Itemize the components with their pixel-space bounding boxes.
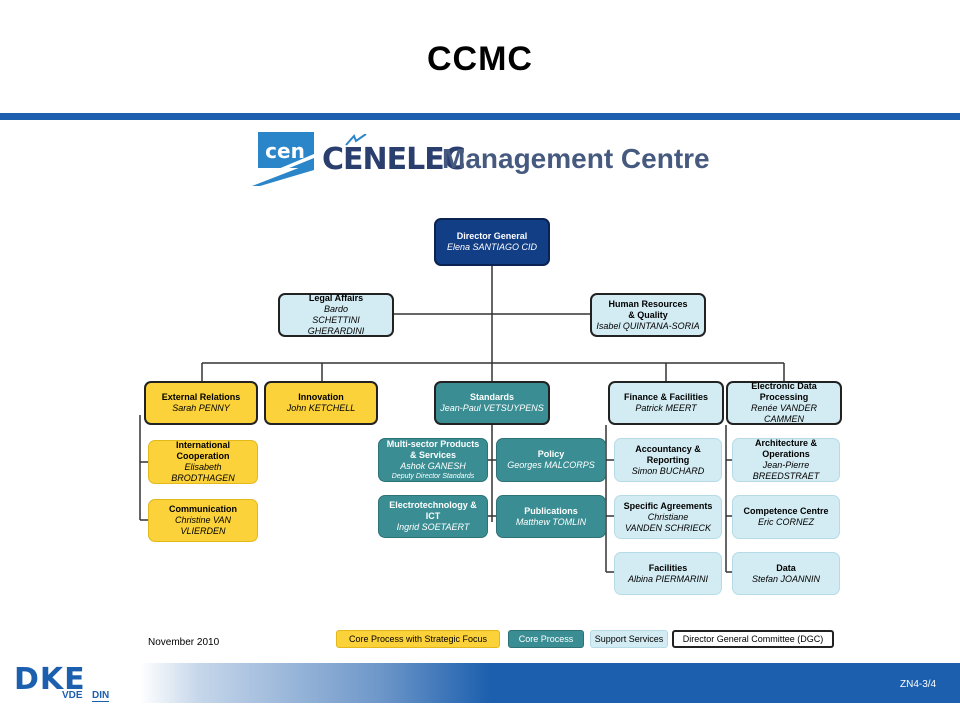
legend-support: Support Services bbox=[590, 630, 668, 648]
data-box: Data Stefan JOANNIN bbox=[732, 552, 840, 595]
electrotechnology-box: Electrotechnology & ICT Ingrid SOETAERT bbox=[378, 495, 488, 538]
accountancy-title-1: Accountancy & bbox=[635, 443, 701, 454]
accountancy-title-2: Reporting bbox=[646, 454, 690, 465]
slide-title: CCMC bbox=[427, 40, 533, 78]
facilities-title: Facilities bbox=[648, 562, 688, 573]
footer-band bbox=[0, 663, 960, 703]
external-relations-name: Sarah PENNY bbox=[172, 403, 230, 413]
cen-cenelec-banner: cen CENELEC Management Centre bbox=[252, 132, 732, 188]
standards-title: Standards bbox=[469, 392, 514, 402]
edp-name: Renée VANDER CAMMEN bbox=[750, 403, 818, 424]
multisector-title-1: Multi-sector Products bbox=[386, 439, 480, 449]
publications-title: Publications bbox=[524, 505, 578, 516]
innovation-name: John KETCHELL bbox=[286, 403, 356, 413]
din-logo-text: DIN bbox=[92, 690, 110, 702]
innovation-title: Innovation bbox=[298, 392, 344, 402]
chart-date: November 2010 bbox=[148, 637, 220, 648]
vde-logo-text: VDE bbox=[62, 690, 83, 701]
architecture-title-1: Architecture & bbox=[754, 438, 817, 448]
director-general-title: Director General bbox=[456, 231, 528, 241]
competence-centre-name: Eric CORNEZ bbox=[758, 517, 814, 527]
human-resources-name: Isabel QUINTANA-SORIA bbox=[596, 320, 700, 331]
innovation-box: Innovation John KETCHELL bbox=[264, 381, 378, 425]
data-name: Stefan JOANNIN bbox=[751, 573, 821, 584]
policy-box: Policy Georges MALCORPS bbox=[496, 438, 606, 482]
edp-box: Electronic Data Processing Renée VANDER … bbox=[726, 381, 842, 425]
accountancy-box: Accountancy & Reporting Simon BUCHARD bbox=[614, 438, 722, 482]
publications-name: Matthew TOMLIN bbox=[515, 516, 587, 527]
specific-agreements-box: Specific Agreements Christiane VANDEN SC… bbox=[614, 495, 722, 539]
policy-name: Georges MALCORPS bbox=[507, 460, 595, 470]
page-number: ZN4-3/4 bbox=[900, 679, 937, 690]
edp-title-1: Electronic Data bbox=[751, 381, 817, 391]
facilities-box: Facilities Albina PIERMARINI bbox=[614, 552, 722, 595]
director-general-name: Elena SANTIAGO CID bbox=[446, 242, 538, 252]
legend-core: Core Process bbox=[508, 630, 584, 648]
specific-agreements-title: Specific Agreements bbox=[623, 500, 713, 511]
architecture-box: Architecture & Operations Jean-Pierre BR… bbox=[732, 438, 840, 482]
management-centre-heading: Management Centre bbox=[442, 143, 710, 174]
legal-affairs-name-2: SCHETTINI GHERARDINI bbox=[307, 315, 365, 336]
cenelec-spark-icon bbox=[345, 134, 367, 146]
multisector-name: Ashok GANESH bbox=[400, 461, 466, 471]
multisector-title-2: & Services bbox=[409, 450, 457, 460]
publications-box: Publications Matthew TOMLIN bbox=[496, 495, 606, 538]
standards-name: Jean-Paul VETSUYPENS bbox=[440, 403, 544, 413]
architecture-name-1: Jean-Pierre bbox=[762, 460, 810, 470]
finance-facilities-name: Patrick MEERT bbox=[635, 403, 697, 413]
communication-box: Communication Christine VAN VLIERDEN bbox=[148, 499, 258, 542]
cenelec-logo-text: CENELEC bbox=[322, 142, 466, 177]
international-cooperation-box: International Cooperation Elisabeth BROD… bbox=[148, 440, 258, 484]
data-title: Data bbox=[776, 562, 796, 573]
competence-centre-box: Competence Centre Eric CORNEZ bbox=[732, 495, 840, 539]
international-cooperation-name-2: BRODTHAGEN bbox=[171, 473, 235, 483]
specific-agreements-name-1: Christiane bbox=[647, 511, 689, 522]
cen-logo-text: cen bbox=[265, 139, 305, 163]
international-cooperation-title-2: Cooperation bbox=[176, 451, 230, 461]
electrotechnology-name: Ingrid SOETAERT bbox=[396, 522, 470, 532]
international-cooperation-title-1: International bbox=[175, 440, 230, 450]
specific-agreements-name-2: VANDEN SCHRIECK bbox=[624, 522, 712, 533]
competence-centre-title: Competence Centre bbox=[743, 506, 829, 516]
legend-dgc: Director General Committee (DGC) bbox=[672, 630, 834, 648]
multisector-subtitle: Deputy Director Standards bbox=[391, 473, 475, 480]
legal-affairs-title: Legal Affairs bbox=[308, 293, 364, 303]
policy-title: Policy bbox=[537, 449, 565, 459]
legal-affairs-box: Legal Affairs Bardo SCHETTINI GHERARDINI bbox=[278, 293, 394, 337]
edp-title-2: Processing bbox=[759, 392, 809, 402]
communication-name: Christine VAN VLIERDEN bbox=[174, 515, 232, 536]
architecture-title-2: Operations bbox=[762, 449, 810, 459]
facilities-name: Albina PIERMARINI bbox=[627, 573, 709, 584]
multisector-box: Multi-sector Products & Services Ashok G… bbox=[378, 438, 488, 482]
electrotechnology-title: Electrotechnology & ICT bbox=[389, 500, 477, 521]
international-cooperation-name-1: Elisabeth bbox=[184, 462, 222, 472]
director-general-box: Director General Elena SANTIAGO CID bbox=[434, 218, 550, 266]
legal-affairs-name-1: Bardo bbox=[323, 304, 349, 314]
architecture-name-2: BREEDSTRAET bbox=[752, 471, 820, 481]
external-relations-title: External Relations bbox=[161, 392, 241, 402]
human-resources-title-2: & Quality bbox=[628, 309, 668, 320]
communication-title: Communication bbox=[168, 504, 237, 514]
finance-facilities-box: Finance & Facilities Patrick MEERT bbox=[608, 381, 724, 425]
finance-facilities-title: Finance & Facilities bbox=[623, 392, 709, 402]
legend-strategic: Core Process with Strategic Focus bbox=[336, 630, 500, 648]
cen-logo-icon: cen bbox=[252, 132, 314, 186]
external-relations-box: External Relations Sarah PENNY bbox=[144, 381, 258, 425]
dke-logo: DKE bbox=[14, 662, 86, 697]
human-resources-title-1: Human Resources bbox=[608, 298, 688, 309]
accountancy-name: Simon BUCHARD bbox=[631, 465, 705, 476]
human-resources-box: Human Resources & Quality Isabel QUINTAN… bbox=[590, 293, 706, 337]
title-rule bbox=[0, 113, 960, 120]
standards-box: Standards Jean-Paul VETSUYPENS bbox=[434, 381, 550, 425]
